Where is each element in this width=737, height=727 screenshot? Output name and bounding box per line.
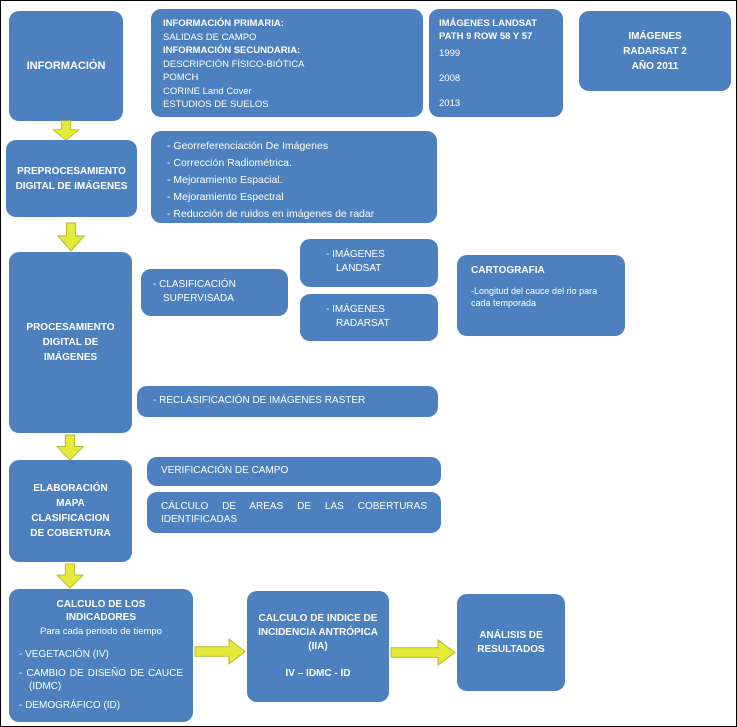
node-calculo-indice-antropica: CALCULO DE INDICE DE INCIDENCIA ANTRÓPIC…	[247, 591, 389, 702]
node-imagenes-radarsat2: IMÁGENES RADARSAT 2 AÑO 2011	[579, 11, 731, 91]
radarsat-line: AÑO 2011	[631, 60, 679, 72]
landsat-year: 2008	[439, 73, 461, 84]
down-arrow-icon	[52, 120, 80, 141]
node-imagenes-landsat: IMÁGENES LANDSAT PATH 9 ROW 58 Y 57 1999…	[429, 9, 563, 117]
right-arrow-icon	[194, 638, 246, 665]
landsat-year: 1999	[439, 48, 461, 59]
down-arrow-icon	[57, 222, 85, 252]
node-procesamiento: PROCESAMIENTO DIGITAL DE IMÁGENES	[9, 252, 132, 433]
landsat-year: 2013	[439, 98, 461, 109]
list-item: - Georreferenciación De Imágenes	[167, 140, 329, 152]
fuentes-line: POMCH	[163, 72, 199, 83]
down-arrow-icon	[56, 434, 84, 461]
node-verificacion-campo-label: VERIFICACIÓN DE CAMPO	[161, 465, 289, 476]
right-arrow-icon	[390, 639, 456, 666]
node-elaboracion-mapa: ELABORACIÓN MAPA CLASIFICACION DE COBERT…	[9, 460, 132, 562]
list-item: - Mejoramiento Espectral	[167, 191, 284, 203]
node-informacion-label: INFORMACIÓN	[26, 60, 106, 72]
fuentes-line: CORINE Land Cover	[163, 85, 252, 97]
list-item: - CAMBIO DE DISEÑO DE CAUCE (IDMC)	[19, 668, 183, 692]
node-pasos-preprocesamiento: - Georreferenciación De Imágenes - Corre…	[151, 131, 437, 223]
node-preprocesamiento-label: PREPROCESAMIENTO DIGITAL DE IMÁGENES	[15, 165, 128, 192]
node-calculo-areas: CÁLCULO DE AREAS DE LAS COBERTURAS IDENT…	[147, 492, 441, 533]
list-item: - Reducción de ruidos en imágenes de rad…	[167, 208, 375, 220]
list-item: - Corrección Radiométrica.	[167, 157, 292, 169]
cartografia-note: -Longitud del cauce del rio para cada te…	[471, 286, 598, 308]
landsat-path-row: PATH 9 ROW 58 Y 57	[439, 31, 533, 42]
node-verificacion-campo: VERIFICACIÓN DE CAMPO	[147, 457, 441, 486]
radarsat-line: IMÁGENES	[628, 30, 682, 42]
node-calculo-areas-label: CÁLCULO DE AREAS DE LAS COBERTURAS IDENT…	[161, 501, 427, 525]
fuentes-line: INFORMACIÓN SECUNDARIA:	[163, 45, 301, 56]
node-analisis-resultados: ANÁLISIS DE RESULTADOS	[457, 594, 565, 691]
node-reclasificacion: - RECLASIFICACIÓN DE IMÁGENES RASTER	[137, 386, 438, 417]
node-imagenes-landsat-sub-label: - IMÁGENES LANDSAT	[326, 249, 385, 274]
node-informacion: INFORMACIÓN	[9, 11, 123, 121]
node-procesamiento-label: PROCESAMIENTO DIGITAL DE IMÁGENES	[26, 322, 115, 363]
indicadores-subtitle: Para cada periodo de tiempo	[40, 626, 162, 637]
down-arrow-icon	[56, 563, 84, 589]
node-cartografia: CARTOGRAFIA -Longitud del cauce del rio …	[457, 255, 625, 336]
list-item: - Mejoramiento Espacial.	[167, 174, 283, 186]
list-item: - VEGETACIÓN (IV)	[19, 649, 109, 660]
indicadores-title: CALCULO DE LOS INDICADORES	[56, 599, 146, 623]
cartografia-title: CARTOGRAFIA	[471, 265, 545, 276]
node-clasificacion-supervisada: - CLASIFICACIÓN SUPERVISADA	[141, 269, 288, 316]
fuentes-line: ESTUDIOS DE SUELOS	[163, 99, 269, 110]
node-imagenes-landsat-sub: - IMÁGENES LANDSAT	[300, 239, 438, 287]
node-elaboracion-mapa-label: ELABORACIÓN MAPA CLASIFICACION DE COBERT…	[30, 483, 111, 539]
node-preprocesamiento: PREPROCESAMIENTO DIGITAL DE IMÁGENES	[6, 140, 137, 217]
radarsat-line: RADARSAT 2	[623, 45, 687, 57]
fuentes-line: INFORMACIÓN PRIMARIA:	[163, 18, 284, 29]
fuentes-line: DESCRIPCIÓN FÍSICO-BIÓTICA	[163, 58, 305, 70]
list-item: - DEMOGRÁFICO (ID)	[19, 700, 121, 711]
node-reclasificacion-label: - RECLASIFICACIÓN DE IMÁGENES RASTER	[153, 395, 366, 406]
node-clasificacion-supervisada-label: - CLASIFICACIÓN SUPERVISADA	[153, 279, 236, 304]
fuentes-line: SALIDAS DE CAMPO	[163, 31, 257, 43]
node-fuentes-informacion: INFORMACIÓN PRIMARIA: SALIDAS DE CAMPO I…	[151, 9, 423, 117]
indice-formula: IV – IDMC - ID	[285, 668, 351, 679]
landsat-title: IMÁGENES LANDSAT	[439, 18, 537, 29]
indice-title: CALCULO DE INDICE DE INCIDENCIA ANTRÓPIC…	[258, 613, 378, 652]
node-analisis-resultados-label: ANÁLISIS DE RESULTADOS	[477, 629, 545, 655]
node-imagenes-radarsat-sub-label: - IMÁGENES RADARSAT	[326, 304, 390, 329]
node-imagenes-radarsat-sub: - IMÁGENES RADARSAT	[300, 294, 438, 341]
node-calculo-indicadores: CALCULO DE LOS INDICADORES Para cada per…	[9, 589, 193, 722]
